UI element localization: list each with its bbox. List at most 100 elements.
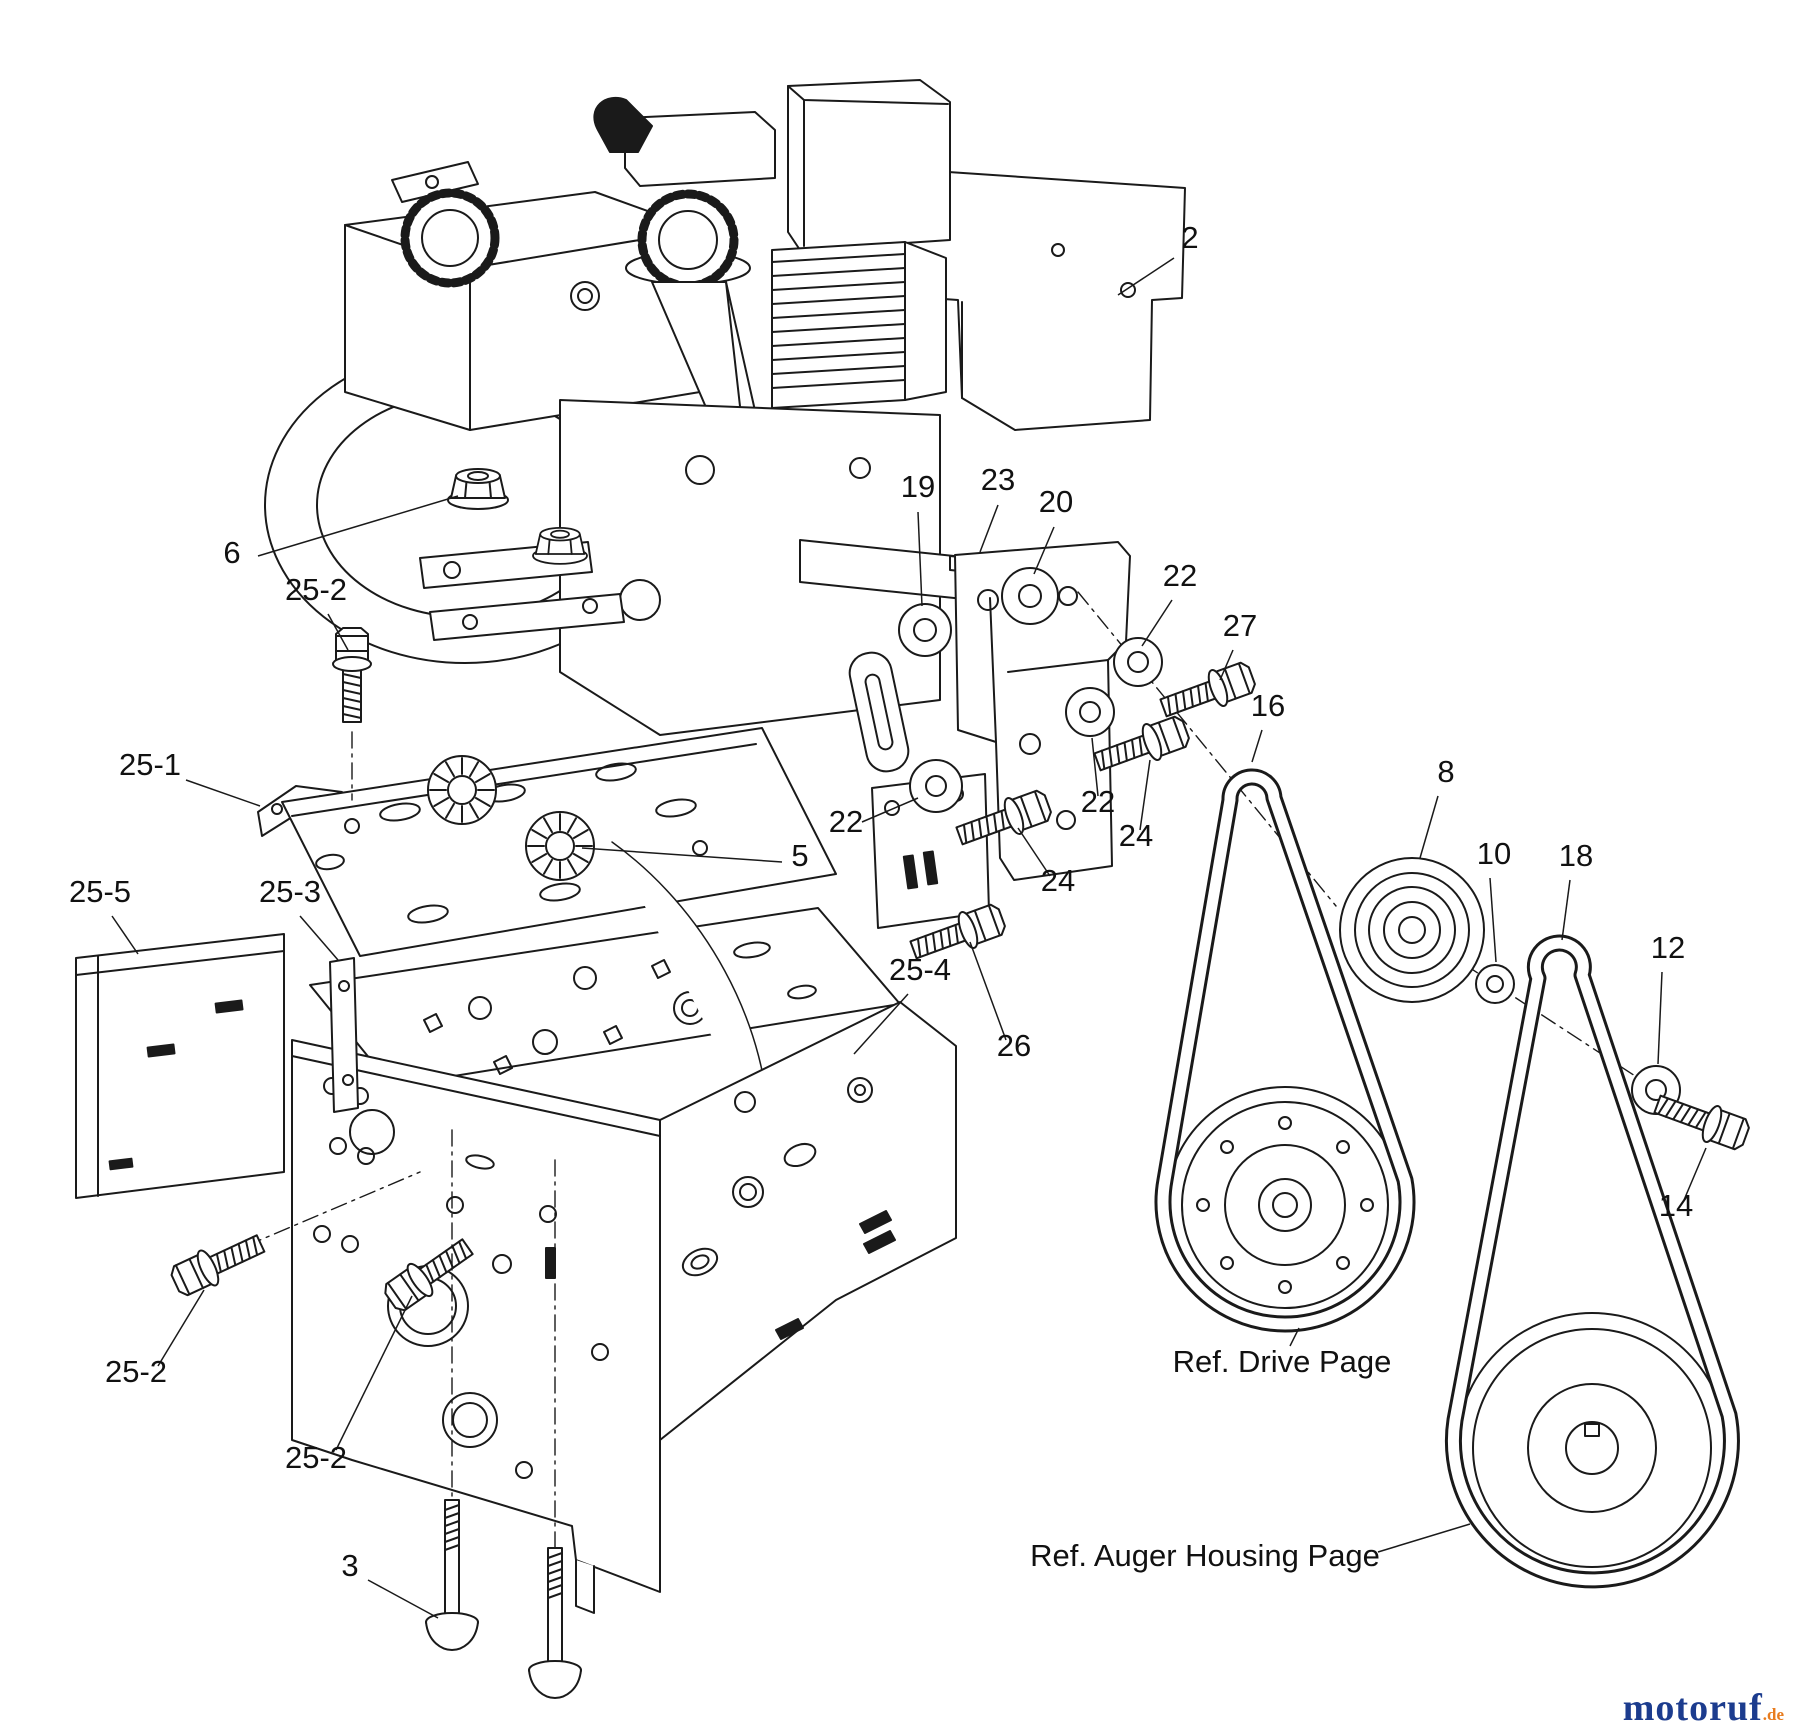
leader-14-13 [1683, 1147, 1707, 1201]
belt-guide-link [848, 651, 910, 773]
star-washer-a [427, 755, 497, 825]
callout-3: 3 [341, 1548, 358, 1583]
spacer-19 [898, 603, 952, 657]
fuel-elbow [593, 97, 653, 153]
leader-25-2-24 [157, 1289, 205, 1367]
leader-25-4-22 [853, 993, 909, 1055]
engine-mount-plate-5 [281, 727, 837, 957]
washer-22b [1065, 687, 1115, 737]
drive-pulley [1166, 1086, 1404, 1324]
callout-6: 6 [223, 535, 240, 570]
leader-3-26 [367, 1579, 439, 1619]
callout-23: 23 [981, 462, 1015, 497]
callout-25-1: 25-1 [119, 747, 181, 782]
callout-24: 24 [1041, 863, 1075, 898]
leader-22-6 [1141, 599, 1173, 647]
washer-22c [909, 759, 963, 813]
bolt-27 [1155, 656, 1260, 727]
leader-2-0 [1117, 257, 1175, 296]
belt-18 [1444, 934, 1740, 1589]
callout-20: 20 [1039, 484, 1073, 519]
leader-12-12 [1657, 971, 1663, 1065]
leader-23-4 [979, 504, 999, 553]
frame-bolts [166, 1129, 582, 1699]
callout-12: 12 [1651, 930, 1685, 965]
leader-18-11 [1561, 879, 1571, 941]
callout-2: 2 [1181, 220, 1198, 255]
washer-22a [1113, 637, 1163, 687]
leader-26-23 [969, 941, 1007, 1041]
plate-bolt-top [332, 627, 372, 801]
carriage-bolt-3a [425, 1499, 479, 1651]
leader-20-5 [1033, 526, 1055, 575]
callout-19: 19 [901, 469, 935, 504]
leader-24-19 [1017, 827, 1051, 877]
artwork [75, 79, 1754, 1699]
callout-25-2: 25-2 [105, 1354, 167, 1389]
auger-pulley [1456, 1312, 1728, 1584]
leader-8-9 [1419, 795, 1439, 859]
callout-25-4: 25-4 [889, 952, 951, 987]
bracket-fasteners [905, 567, 1260, 969]
leader-25-5-20 [111, 915, 139, 955]
belt-16 [1154, 768, 1416, 1333]
leader-ref-auger-housing-page [1377, 1523, 1471, 1553]
callout-22: 22 [1163, 558, 1197, 593]
washer-10 [1475, 964, 1515, 1004]
leader-10-10 [1489, 877, 1497, 963]
callout-25-2: 25-2 [285, 1440, 347, 1475]
leader-22-16 [861, 797, 919, 823]
watermark-tld: .de [1762, 1705, 1784, 1724]
star-washer-b [525, 811, 595, 881]
callout-24: 24 [1119, 818, 1153, 853]
leader-24-18 [1139, 759, 1151, 831]
leader-27-7 [1219, 649, 1234, 681]
frame-front-plate [291, 1039, 661, 1593]
callout-27: 27 [1223, 608, 1257, 643]
leader-25-3-21 [299, 915, 339, 961]
callout-26: 26 [997, 1028, 1031, 1063]
leader-6-1 [257, 495, 459, 557]
callout-22: 22 [1081, 784, 1115, 819]
ref-drive-page: Ref. Drive Page [1173, 1344, 1392, 1379]
right-fasteners [1475, 964, 1754, 1156]
leader-16-8 [1251, 729, 1263, 763]
flange-nut-6 [447, 468, 509, 510]
leader-ref-drive-page [1289, 1327, 1300, 1347]
callout-10: 10 [1477, 836, 1511, 871]
callout-14: 14 [1659, 1188, 1693, 1223]
callout-18: 18 [1559, 838, 1593, 873]
callout-22: 22 [829, 804, 863, 839]
callout-8: 8 [1437, 754, 1454, 789]
carriage-bolt-3b [528, 1547, 582, 1699]
callout-5: 5 [791, 838, 808, 873]
leader-25-2-25 [335, 1295, 413, 1451]
bolt-25-2-top [332, 627, 372, 723]
callout-25-5: 25-5 [69, 874, 131, 909]
frame-right-face [659, 1001, 957, 1441]
callout-25-2: 25-2 [285, 572, 347, 607]
ref-auger-housing-page: Ref. Auger Housing Page [1030, 1538, 1380, 1573]
flange-nut-6b [532, 527, 588, 565]
callout-25-3: 25-3 [259, 874, 321, 909]
bracket-23-group [848, 541, 1131, 929]
pulley-8 [1339, 857, 1485, 1003]
leader-22-17 [1091, 737, 1099, 797]
leader-19-3 [917, 511, 923, 607]
bolt-25-2-left [166, 1225, 270, 1302]
side-panel-25-5 [75, 933, 285, 1199]
washer-20 [1001, 567, 1059, 625]
callout-16: 16 [1251, 688, 1285, 723]
watermark: motoruf.de [1623, 1689, 1784, 1727]
engine-assembly [264, 79, 1080, 736]
leader-5-15 [581, 847, 783, 863]
leader-25-2-2 [327, 613, 349, 651]
strip-25-3 [329, 957, 359, 1113]
bracket-23 [954, 541, 1131, 881]
leader-layer [111, 257, 1707, 1619]
leader-25-1-14 [185, 779, 261, 807]
watermark-brand: motoruf [1622, 1687, 1763, 1729]
